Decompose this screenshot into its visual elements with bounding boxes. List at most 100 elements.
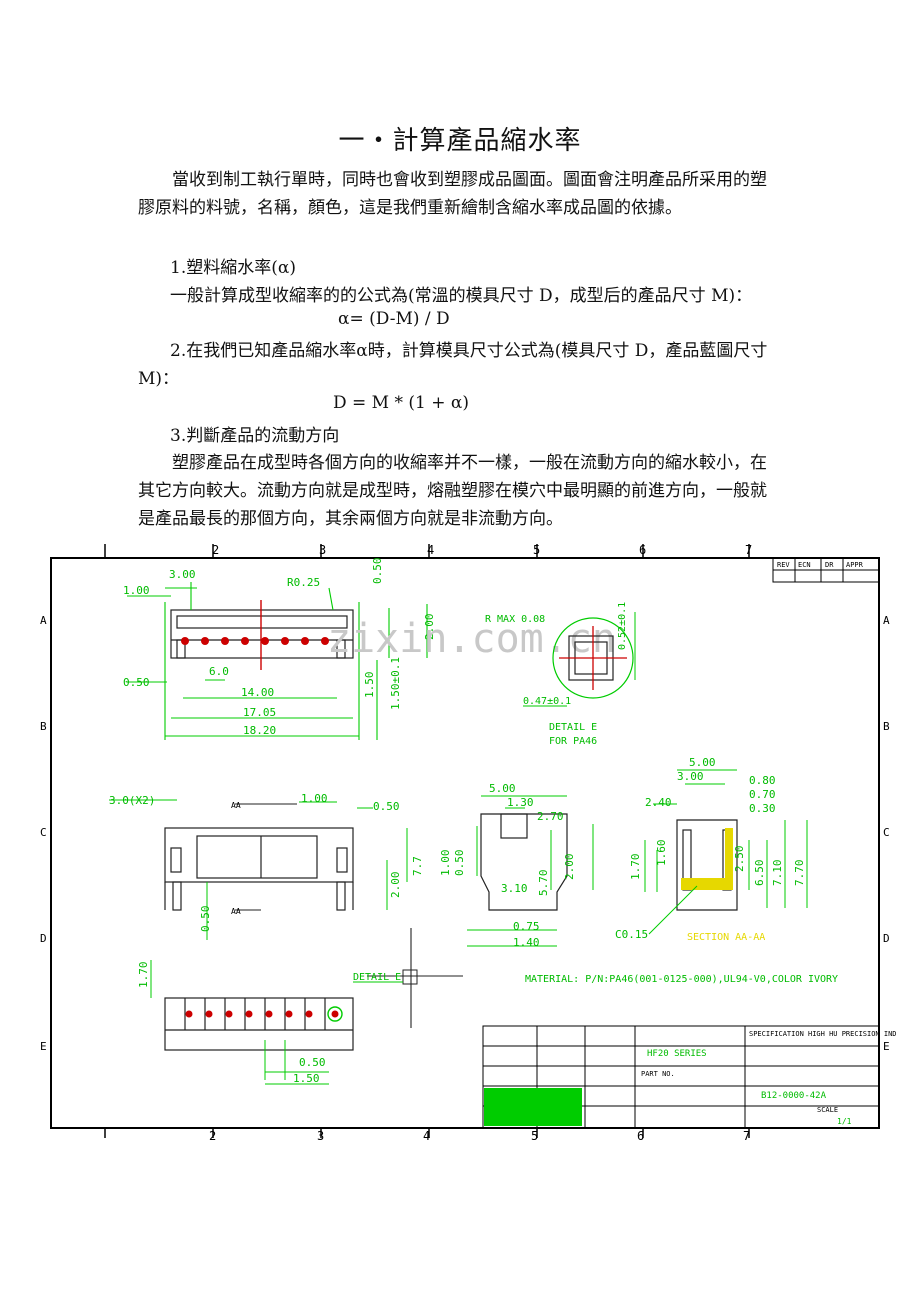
detail-e-material: FOR PA46 (549, 736, 597, 747)
dim-0-50-side: 0.50 (453, 850, 466, 877)
zone-bottom-3: 3 (317, 1129, 324, 1140)
zone-ruler-top (104, 544, 750, 558)
dim-0-50-left: 0.50 (123, 676, 150, 689)
approval-stamp (484, 1088, 582, 1126)
dim-1-50-bottom-view: 1.50 (293, 1072, 320, 1085)
detail-e-dim-right: 0.52±0.1 (617, 602, 628, 650)
bottom-pins (185, 1010, 339, 1018)
zone-left-d: D (40, 932, 47, 945)
dim-r0-25: R0.25 (287, 576, 320, 589)
zone-ruler-bottom (104, 1128, 750, 1138)
sheet-number: 1/1 (837, 1117, 852, 1126)
section-mark-bottom: AA (231, 907, 241, 916)
zone-right-d: D (883, 932, 890, 945)
item-1-heading: 1.塑料縮水率(α) (170, 258, 296, 278)
detail-e-label: DETAIL E (549, 722, 597, 733)
dim-6-50: 6.50 (753, 860, 766, 887)
zone-left-c: C (40, 826, 47, 839)
dim-7-70: 7.70 (793, 860, 806, 887)
zone-top-2: 2 (212, 543, 219, 557)
section-mark-top: AA (231, 801, 241, 810)
dim-1-70: 1.70 (629, 854, 642, 881)
zone-left-b: B (40, 720, 47, 733)
dim-3-00: 3.00 (169, 568, 196, 581)
dim-6-0: 2.00 (423, 614, 436, 641)
zone-right-a: A (883, 614, 890, 627)
dim-1-70-bottom: 1.70 (137, 962, 150, 989)
dim-3-10: 3.10 (501, 882, 528, 895)
material-note: MATERIAL: P/N:PA46(001-0125-000),UL94-V0… (525, 974, 838, 985)
zone-bottom-6: 6 (637, 1129, 644, 1140)
pin-row (181, 637, 329, 645)
connector-bottom-view (164, 997, 354, 1051)
top-view-dimension-lines (127, 582, 428, 740)
dim-17-05: 17.05 (243, 706, 276, 719)
section-aa-label: SECTION AA-AA (687, 932, 765, 943)
scale-label: SCALE (817, 1106, 838, 1114)
mold-size-formula: D = M * (1 + α) (333, 393, 470, 413)
detail-e-r-max: R MAX 0.08 (485, 614, 545, 625)
zone-left-e: E (40, 1040, 47, 1053)
page-title: 一・計算產品縮水率 (338, 126, 582, 156)
intro-paragraph: 當收到制工執行單時，同時也會收到塑膠成品圖面。圖面會注明產品所采用的塑膠原料的料… (138, 170, 767, 218)
dim-1-40: 1.40 (513, 936, 540, 949)
zone-top-5: 5 (533, 543, 540, 557)
section-aa-pin (681, 828, 733, 890)
dim-0-30: 0.30 (749, 802, 776, 815)
zone-top-7: 7 (745, 543, 752, 557)
dim-3-00-section: 3.00 (677, 770, 704, 783)
dim-2-40: 2.40 (645, 796, 672, 809)
dim-c0-15: C0.15 (615, 928, 648, 941)
dim-1-00-side: 1.00 (439, 850, 452, 877)
dim-7-7: 7.7 (411, 856, 424, 876)
zone-bottom-2: 2 (209, 1129, 216, 1140)
dim-0-50-front: 0.50 (373, 800, 400, 813)
dim-0-75: 0.75 (513, 920, 540, 933)
watermark: zixin.com.cn (327, 616, 616, 662)
dim-2-00-side: 2.00 (563, 854, 576, 881)
zone-right-e: E (883, 1040, 890, 1053)
rev-col-dr: DR (825, 561, 834, 569)
zone-right-b: B (883, 720, 890, 733)
dim-1-00-front: 1.00 (301, 792, 328, 805)
dim-1-50: 1.50 (363, 672, 376, 699)
drawing-number: B12-0000-42A (761, 1091, 827, 1101)
engineering-drawing: 2 3 4 5 6 7 2 3 4 5 6 7 A B C D E A B C … (40, 543, 897, 1140)
dim-0-50-bottom-view: 0.50 (299, 1056, 326, 1069)
dim-1-30: 1.30 (507, 796, 534, 809)
rev-col-ecn: ECN (798, 561, 811, 569)
dim-0-70: 0.70 (749, 788, 776, 801)
rev-col-rev: REV (777, 561, 790, 569)
item-2-paragraph: 2.在我們已知產品縮水率α時，計算模具尺寸公式為(模具尺寸 D，產品藍圖尺寸 M… (138, 341, 768, 389)
dim-1-00: 1.00 (123, 584, 150, 597)
dim-0-50-top: 0.50 (371, 558, 384, 585)
zone-bottom-7: 7 (743, 1129, 750, 1140)
detail-e-dim-bottom: 0.47±0.1 (523, 696, 571, 707)
rev-col-appr: APPR (846, 561, 864, 569)
dim-14-00: 14.00 (241, 686, 274, 699)
revision-block (772, 557, 880, 583)
dim-2-00-front: 2.00 (389, 872, 402, 899)
company-name: SPECIFICATION HIGH HU PRECISION IND. CO.… (749, 1030, 897, 1038)
flow-direction-paragraph: 塑膠產品在成型時各個方向的收縮率并不一樣，一般在流動方向的縮水較小，在其它方向較… (138, 453, 767, 529)
dim-2-70: 2.70 (537, 810, 564, 823)
dim-5-70: 5.70 (537, 870, 550, 897)
dim-7-10: 7.10 (771, 860, 784, 887)
dim-18-20: 18.20 (243, 724, 276, 737)
zone-top-4: 4 (427, 543, 434, 557)
item-1-description: 一般計算成型收縮率的的公式為(常溫的模具尺寸 D，成型后的產品尺寸 M)： (170, 286, 753, 306)
dim-5-00-section: 5.00 (689, 756, 716, 769)
dim-1-50-tol: 1.50±0.1 (389, 657, 402, 710)
zone-right-c: C (883, 826, 890, 839)
connector-front-view (164, 827, 354, 911)
shrinkage-formula: α= (D-M) / D (338, 309, 450, 329)
detail-e-callout: DETAIL E (353, 972, 401, 983)
zone-top-3: 3 (319, 543, 326, 557)
dim-2-50: 2.50 (733, 846, 746, 873)
zone-bottom-4: 4 (423, 1129, 430, 1140)
dim-0-80: 0.80 (749, 774, 776, 787)
zone-left-a: A (40, 614, 47, 627)
zone-bottom-5: 5 (531, 1129, 538, 1140)
dim-5-00-side: 5.00 (489, 782, 516, 795)
item-3-heading: 3.判斷產品的流動方向 (170, 426, 340, 446)
